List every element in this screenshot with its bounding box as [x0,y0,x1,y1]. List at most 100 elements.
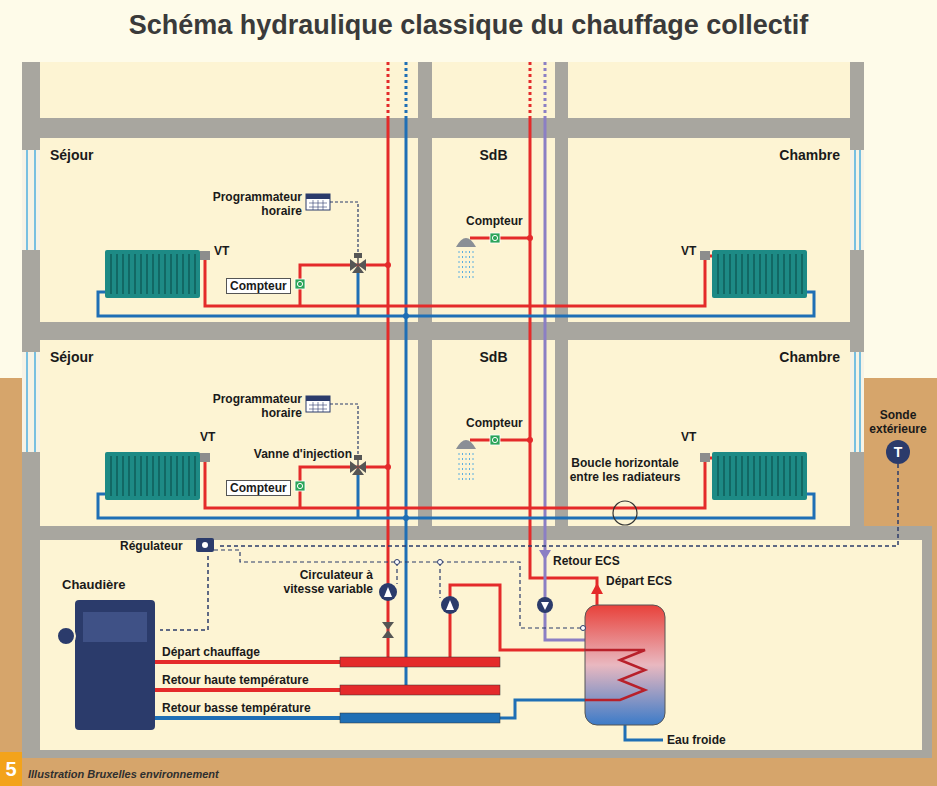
room-heading: Séjour [50,147,408,163]
heating-loop [357,257,359,265]
manifold [340,657,500,667]
control-wire [214,550,586,631]
room-heading: Chambre [578,349,840,365]
heating-loop [352,265,364,273]
window [22,150,40,250]
manifold [340,713,500,723]
pump-symbol [382,630,394,638]
riser [387,62,390,118]
heating-loop [98,194,814,319]
figure-number: 5 [0,752,22,786]
credit-note: Illustration Bruxelles environnement [28,767,219,781]
heating-loop [718,254,802,294]
heating-loop [459,251,473,279]
room-floor [40,540,922,750]
room-floor [568,138,850,322]
riser [529,62,532,118]
callout-note: Boucle horizontale entre les radiateurs [565,456,685,484]
valve-label: VT [200,430,215,444]
control-wire [160,556,208,630]
boiler-symbol [57,627,75,645]
room-heading: SdB [442,349,545,365]
room-floor [568,62,850,118]
riser [405,118,408,685]
pump-symbol [541,602,549,610]
heating-loop [200,251,210,260]
room-floor [40,62,922,750]
room-floor [568,340,850,526]
pipe-label: Retour basse température [162,701,311,715]
window [22,352,40,452]
heating-loop [111,254,195,294]
pump-symbol [384,587,392,597]
heating-loop [712,250,807,298]
boiler-symbol [75,600,155,730]
meter-label: Compteur [226,278,291,294]
window [850,150,864,250]
controller-symbol [202,542,208,548]
control-wire [581,626,586,631]
component-label: Programmateur horaire [200,392,302,420]
meter-label: Compteur [466,214,523,228]
pump-symbol [382,622,394,630]
heating-loop [306,194,330,199]
riser [387,118,390,657]
room-band: SdB [432,340,555,526]
manifold [340,657,500,723]
control-wire [395,560,400,565]
storage-tank [585,650,645,700]
boiler-symbol [57,600,155,730]
pump-symbol [537,597,553,613]
heating-loop [309,200,327,210]
boiler-room-pipes [450,585,585,657]
heating-loop [306,194,330,210]
heating-loop [98,396,814,521]
room-band: Chambre [568,138,850,322]
riser [530,118,597,605]
pump-symbol [441,596,459,614]
room-floor [432,62,555,118]
ecs-arrow [539,550,551,560]
room-floor [432,138,555,322]
window [22,150,864,452]
sensor-label: Sonde extérieure [864,408,932,436]
building-wall [22,62,864,540]
heating-loop [456,238,476,247]
room-band: Séjour [40,138,418,322]
control-wire [438,560,443,565]
control-wire [220,464,898,546]
pipe-label: Retour ECS [553,554,620,568]
boiler-room-pipes [155,660,340,664]
heating-loop [490,233,500,243]
boiler-room-pipes [155,716,340,720]
building-wall [22,62,932,758]
controller-symbol [196,538,214,552]
boiler-symbol [83,612,147,642]
window [27,150,860,452]
heating-loop [330,202,358,253]
valve-label: VT [681,244,696,258]
pipe-label: Retour haute température [162,673,309,687]
room-band: Séjour [40,340,418,526]
boiler-room-pipes [500,700,585,718]
manifold [340,685,500,695]
boiler-room-pipes [625,725,663,740]
controller-label: Régulateur [120,536,220,556]
pump-symbol [379,583,553,638]
room-heading: Chambre [578,147,840,163]
pipe-label: Départ chauffage [162,645,260,659]
component-label: Circulateur à vitesse variable [263,568,373,596]
pump-symbol [379,583,397,601]
riser [544,62,547,118]
valve-label: VT [214,244,229,258]
window [850,352,864,452]
heating-loop [357,271,360,316]
room-heading: Séjour [50,349,408,365]
highlight-circle [613,501,637,525]
riser [405,62,408,118]
